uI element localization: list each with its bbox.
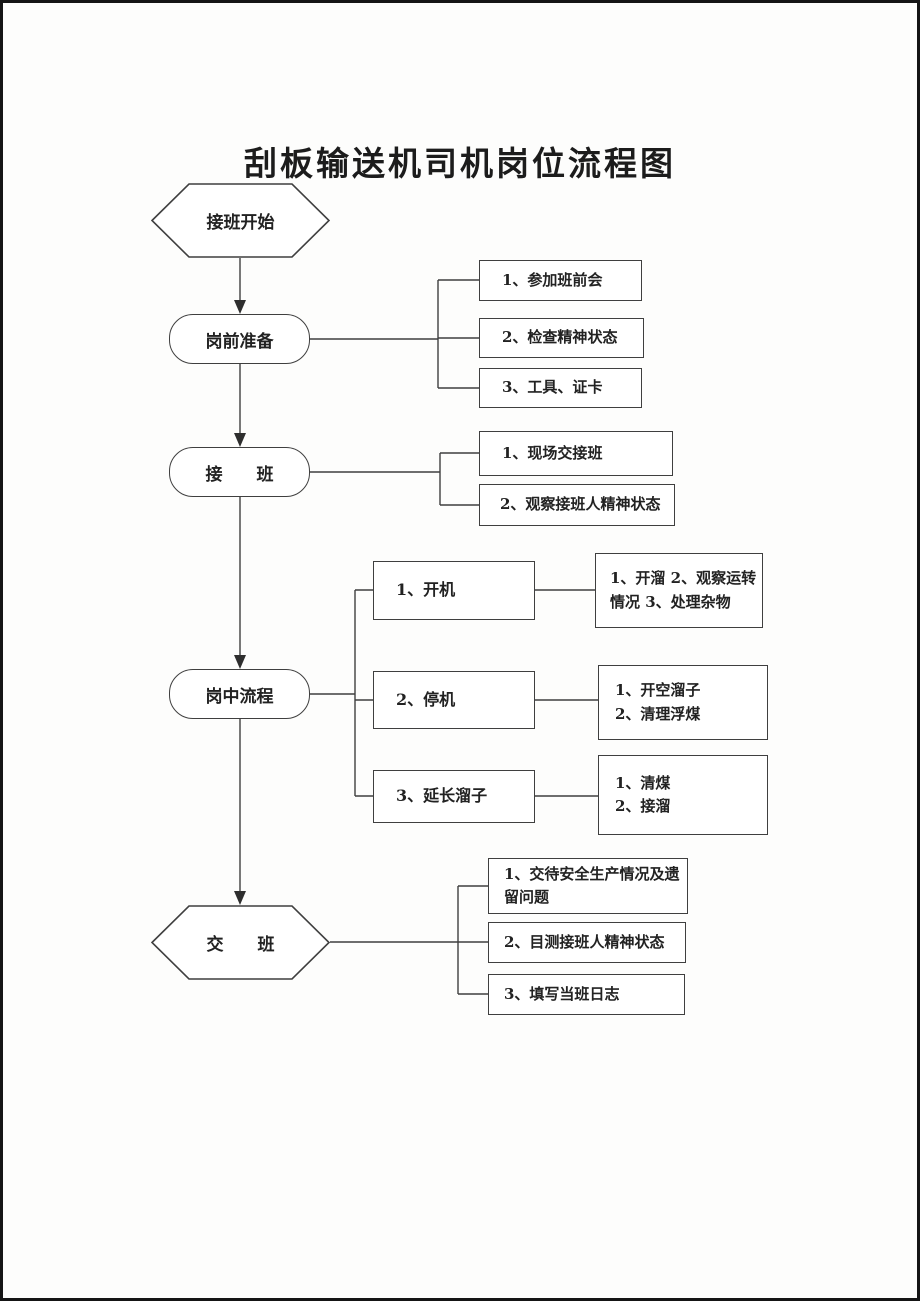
- pre-shift-item-3: 3、工具、证卡: [479, 368, 642, 408]
- mid-shift-step-2: 2、停机: [373, 671, 535, 729]
- hand-over-item-2-text: 2、目测接班人精神状态: [504, 932, 665, 951]
- pre-shift-item-1-text: 1、参加班前会: [502, 270, 603, 289]
- node-start-hexagon: 接班开始: [151, 183, 330, 258]
- node-start-label: 接班开始: [206, 213, 275, 233]
- arrowhead-3: [234, 655, 246, 669]
- node-hand-over-label: 交 班: [206, 935, 275, 955]
- flowchart-title: 刮板输送机司机岗位流程图: [244, 144, 676, 183]
- connector-lines: [234, 258, 598, 995]
- mid-shift-detail-2: 1、开空溜子 2、清理浮煤: [598, 665, 768, 740]
- mid-shift-detail-3-text: 1、清煤 2、接溜: [615, 773, 671, 815]
- mid-shift-step-3-text: 3、延长溜子: [396, 786, 488, 806]
- hand-over-item-3-text: 3、填写当班日志: [504, 984, 620, 1003]
- node-hand-over-hexagon: 交 班: [151, 905, 330, 980]
- arrowhead-2: [234, 433, 246, 447]
- take-over-item-2-text: 2、观察接班人精神状态: [500, 495, 661, 514]
- mid-shift-step-1-text: 1、开机: [396, 580, 456, 600]
- mid-shift-detail-2-text: 1、开空溜子 2、清理浮煤: [615, 681, 701, 723]
- mid-shift-step-2-text: 2、停机: [396, 689, 456, 709]
- hand-over-item-1: 1、交待安全生产情况及遗 留问题: [488, 858, 688, 914]
- arrowhead-4: [234, 891, 246, 905]
- node-mid-shift-label: 岗中流程: [205, 686, 274, 707]
- pre-shift-item-1: 1、参加班前会: [479, 260, 642, 301]
- mid-shift-step-3: 3、延长溜子: [373, 770, 535, 823]
- node-mid-shift: 岗中流程: [169, 669, 310, 719]
- pre-shift-item-2: 2、检查精神状态: [479, 318, 644, 358]
- hand-over-item-2: 2、目测接班人精神状态: [488, 922, 686, 963]
- node-pre-shift-label: 岗前准备: [205, 331, 274, 352]
- mid-shift-detail-1-text: 1、开溜 2、观察运转 情况 3、处理杂物: [610, 569, 757, 611]
- pre-shift-item-3-text: 3、工具、证卡: [502, 378, 603, 397]
- hand-over-item-1-text: 1、交待安全生产情况及遗 留问题: [504, 864, 680, 906]
- take-over-item-1: 1、现场交接班: [479, 431, 673, 476]
- hexagon-shape: [151, 183, 330, 258]
- take-over-item-2: 2、观察接班人精神状态: [479, 484, 675, 526]
- take-over-item-1-text: 1、现场交接班: [502, 443, 603, 462]
- mid-shift-step-1: 1、开机: [373, 561, 535, 620]
- node-take-over-label: 接 班: [205, 464, 274, 485]
- pre-shift-item-2-text: 2、检查精神状态: [502, 328, 618, 347]
- mid-shift-detail-1: 1、开溜 2、观察运转 情况 3、处理杂物: [595, 553, 763, 628]
- hand-over-item-3: 3、填写当班日志: [488, 974, 685, 1015]
- arrowhead-1: [234, 300, 246, 314]
- node-pre-shift: 岗前准备: [169, 314, 310, 364]
- hexagon-shape: [151, 905, 330, 980]
- mid-shift-detail-3: 1、清煤 2、接溜: [598, 755, 768, 835]
- node-take-over: 接 班: [169, 447, 310, 497]
